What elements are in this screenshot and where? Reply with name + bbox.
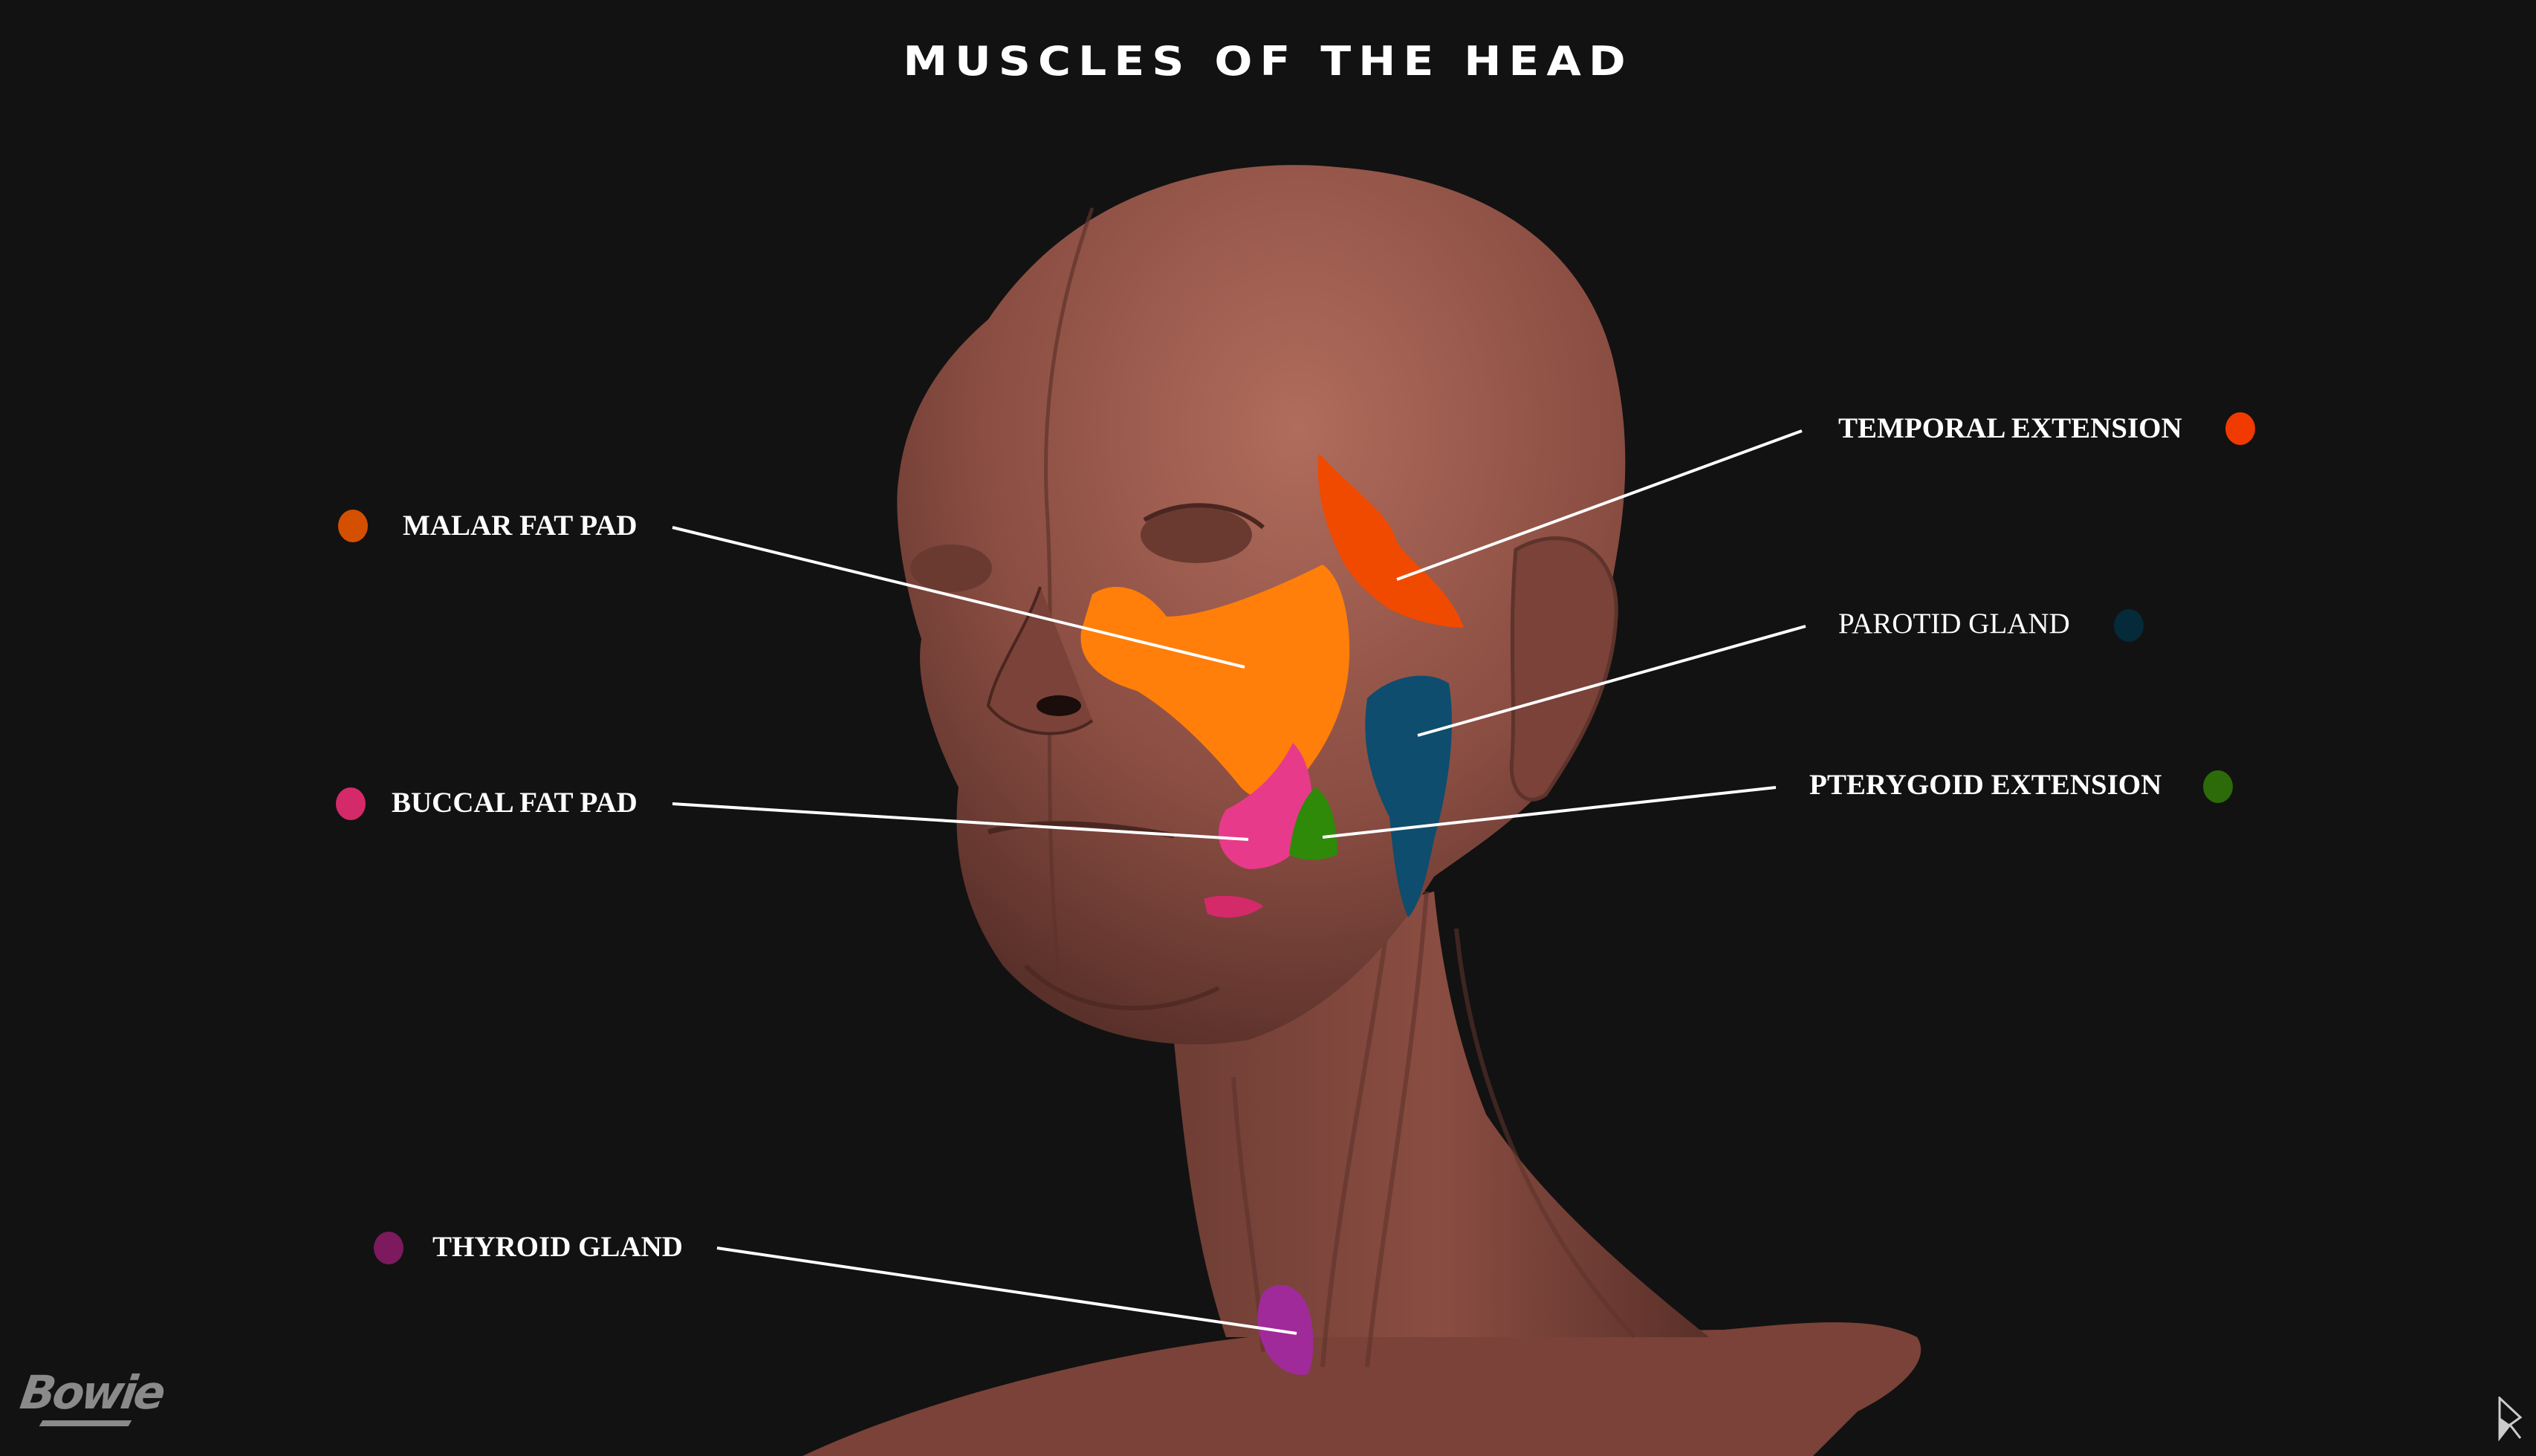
label-temporal-extension: TEMPORAL EXTENSION — [1838, 412, 2182, 444]
pterygoid-leader-line — [1322, 786, 1777, 839]
buccal-leader-line — [672, 802, 1249, 841]
parotid-gland-dot — [2114, 609, 2144, 642]
label-thyroid-gland: THYROID GLAND — [432, 1231, 683, 1263]
label-pterygoid-extension: PTERYGOID EXTENSION — [1809, 769, 2162, 801]
pterygoid-extension-dot — [2203, 770, 2233, 803]
temporal-extension-region — [1317, 453, 1464, 628]
left-eye — [1141, 507, 1252, 563]
leader-lines — [672, 429, 1806, 1335]
malar-fat-pad-region — [1080, 565, 1350, 800]
parotid-leader-line — [1417, 625, 1806, 737]
arrow-cursor-icon — [2498, 1397, 2523, 1441]
label-parotid-gland: PAROTID GLAND — [1838, 608, 2070, 640]
logo-bolt-decoration — [39, 1420, 132, 1426]
malar-fat-pad-dot — [338, 510, 368, 542]
ear — [1509, 536, 1618, 802]
right-eye — [910, 545, 992, 592]
shoulders — [802, 1322, 1922, 1456]
parotid-gland-region — [1365, 675, 1452, 917]
bowie-logo-icon: Bowie — [16, 1365, 166, 1420]
thyroid-gland-region — [1257, 1284, 1314, 1375]
page-title: MUSCLES OF THE HEAD — [903, 38, 1633, 85]
buccal-lower-region — [1204, 895, 1263, 918]
label-malar-fat-pad: MALAR FAT PAD — [403, 510, 638, 542]
temporal-extension-dot — [2225, 412, 2255, 445]
mouth — [988, 821, 1175, 839]
buccal-fat-pad-dot — [336, 787, 366, 820]
thyroid-leader-line — [716, 1247, 1297, 1335]
pterygoid-extension-region — [1289, 787, 1337, 860]
thyroid-gland-dot — [374, 1232, 403, 1264]
label-buccal-fat-pad: BUCCAL FAT PAD — [392, 787, 638, 819]
temporal-leader-line — [1396, 429, 1803, 581]
malar-leader-line — [672, 526, 1245, 669]
